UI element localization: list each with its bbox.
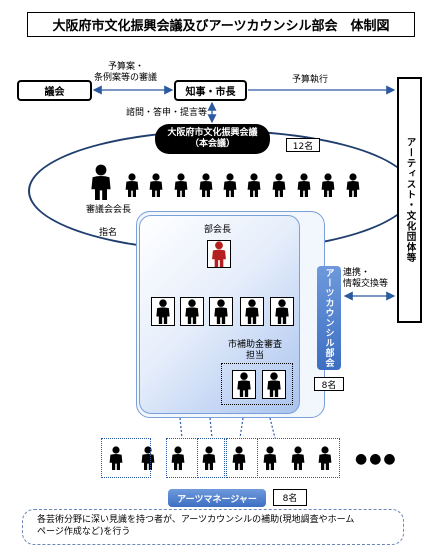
bukai-member-person-icon (151, 297, 175, 326)
art-manager-count: 8名 (273, 489, 307, 506)
art-manager-group (197, 438, 225, 478)
bukai-count: 8名 (314, 377, 344, 391)
bukai-link-line (239, 417, 244, 439)
art-manager-group (101, 438, 151, 478)
honkaigi-box: 大阪府市文化振興会議 （本会議） (155, 124, 270, 154)
edge-label-liaison: 連携・ 情報交換等 (343, 268, 388, 290)
bukai-link-line (179, 417, 183, 439)
honkaigi-count: 12名 (286, 138, 320, 152)
edge-label-gikai-chiji: 予算案・ 条例案等の審議 (94, 62, 172, 84)
subsidy-member-person-icon (262, 370, 286, 399)
note-line1: 各芸術分野に深い見識を持つ者が、アーツカウンシルの補助(現地調査やホーム (37, 515, 355, 525)
artists-box: アーティスト・文化団体等 (397, 77, 422, 323)
art-manager-banner: アーツマネージャー (168, 489, 266, 507)
arts-council-banner: アーツカウンシル部会 (317, 266, 341, 370)
bukai-member-person-icon (240, 297, 264, 326)
shingikai-chair-label: 審議会会長 (86, 205, 132, 215)
subsidy-label: 市補助金審査 担当 (228, 340, 282, 362)
honkaigi-sub: （本会議） (189, 139, 235, 149)
appoint-label: 指名 (99, 228, 118, 238)
bukaicho-label: 部会長 (204, 225, 232, 235)
subsidy-group (221, 363, 293, 405)
bukai-link-line (209, 417, 213, 439)
art-manager-group (257, 438, 340, 478)
page-title: 大阪府市文化振興会議及びアーツカウンシル部会 体制図 (27, 12, 415, 37)
bukai-link-line (269, 417, 276, 439)
bukai-member-person-icon (180, 297, 204, 326)
ellipsis: ●●● (355, 451, 398, 467)
honkaigi-name: 大阪府市文化振興会議 (167, 128, 258, 138)
note-line2: ページ作成など)を行う (37, 527, 131, 537)
edge-label-consult: 諮問・答申・提言等 (126, 108, 208, 118)
art-manager-note: 各芸術分野に深い見識を持つ者が、アーツカウンシルの補助(現地調査やホーム ページ… (22, 509, 404, 545)
gikai-box: 議会 (17, 80, 92, 101)
subsidy-member-person-icon (232, 370, 256, 399)
bukai-member-person-icon (270, 297, 294, 326)
bukai-member-person-icon (209, 297, 233, 326)
edge-label-budget: 予算執行 (292, 75, 329, 85)
edge-label-gikai-chiji-line2: 条例案等の審議 (94, 73, 158, 83)
edge-label-liaison-line1: 連携・ (343, 268, 371, 278)
edge-label-liaison-line2: 情報交換等 (343, 279, 389, 289)
edge-label-gikai-chiji-line1: 予算案・ (108, 62, 145, 72)
bukaicho-frame (207, 240, 231, 268)
chiji-box: 知事・市長 (174, 80, 247, 101)
subsidy-label-line1: 市補助金審査 (228, 340, 283, 350)
subsidy-label-line2: 担当 (246, 351, 265, 361)
